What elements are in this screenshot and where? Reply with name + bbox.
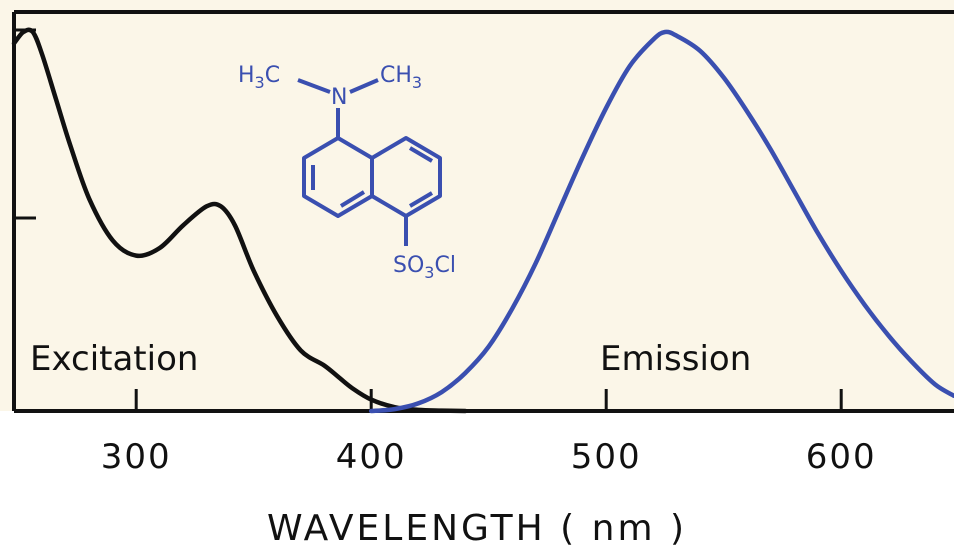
sulfonyl-text: SO3Cl (393, 253, 456, 282)
inner-bond-2 (339, 190, 366, 208)
dansyl-chloride-structure (297, 78, 442, 246)
emission-curve (368, 29, 954, 414)
x-axis-title: WAVELENGTH ( nm ) (267, 508, 687, 549)
series (11, 27, 954, 414)
x-tick-label-500: 500 (571, 437, 642, 477)
x-tick-label-400: 400 (336, 437, 407, 477)
plot-background (0, 0, 954, 411)
excitation-label: Excitation (30, 339, 198, 379)
axes: 300 400 500 600 (12, 10, 954, 477)
x-tick-label-600: 600 (806, 437, 877, 477)
excitation-curve (11, 27, 468, 414)
inner-bond-4 (408, 191, 434, 208)
right-methyl-bond (349, 78, 379, 94)
inner-bond-3 (408, 146, 434, 163)
left-methyl-bond (297, 78, 331, 94)
nitrogen-text: N (331, 85, 347, 110)
x-tick-label-300: 300 (101, 437, 172, 477)
emission-label: Emission (600, 339, 751, 379)
